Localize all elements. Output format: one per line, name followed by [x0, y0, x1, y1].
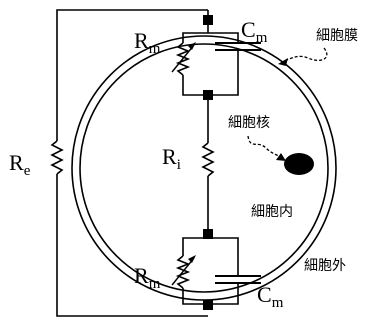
- ri-resistor: [201, 142, 215, 177]
- re-wire: [56, 9, 208, 141]
- top-inner-node: [203, 90, 213, 100]
- rm-top-resistor: [175, 42, 191, 76]
- membrane-annotation: 細胞膜: [316, 28, 358, 44]
- intracellular-annotation: 細胞内: [251, 204, 293, 220]
- rm-bottom-arrow-line: [171, 257, 195, 286]
- re-wire-bottom: [56, 174, 208, 317]
- top-terminal: [203, 15, 213, 25]
- rm-bottom-resistor: [175, 255, 191, 289]
- top-parallel-top-rail: [182, 32, 239, 43]
- rm-top-arrow-head: [188, 42, 196, 50]
- membrane-leader-arrowhead: [278, 58, 288, 66]
- bottom-parallel-top-rail: [182, 237, 239, 256]
- extracellular-annotation: 細胞外: [304, 258, 346, 274]
- bottom-inner-node: [203, 229, 213, 239]
- nucleus-annotation: 細胞核: [228, 115, 270, 131]
- rm-top-arrow-line: [171, 44, 195, 73]
- cm-bottom-label: Cm: [257, 282, 284, 311]
- bottom-terminal: [203, 300, 213, 310]
- rm-bottom-arrow-head: [188, 255, 196, 263]
- ri-label: Ri: [162, 144, 181, 173]
- re-label: Re: [9, 150, 31, 179]
- cm-top-label: Cm: [241, 17, 268, 46]
- nucleus-leader: [247, 135, 283, 159]
- re-resistor: [50, 140, 64, 175]
- cell-membrane-inner: [79, 43, 329, 293]
- rm-top-label: Rm: [134, 28, 161, 57]
- nucleus-leader-arrowhead: [276, 153, 286, 161]
- nucleus: [284, 153, 314, 175]
- rm-bottom-label: Rm: [134, 263, 161, 292]
- membrane-leader: [281, 47, 328, 63]
